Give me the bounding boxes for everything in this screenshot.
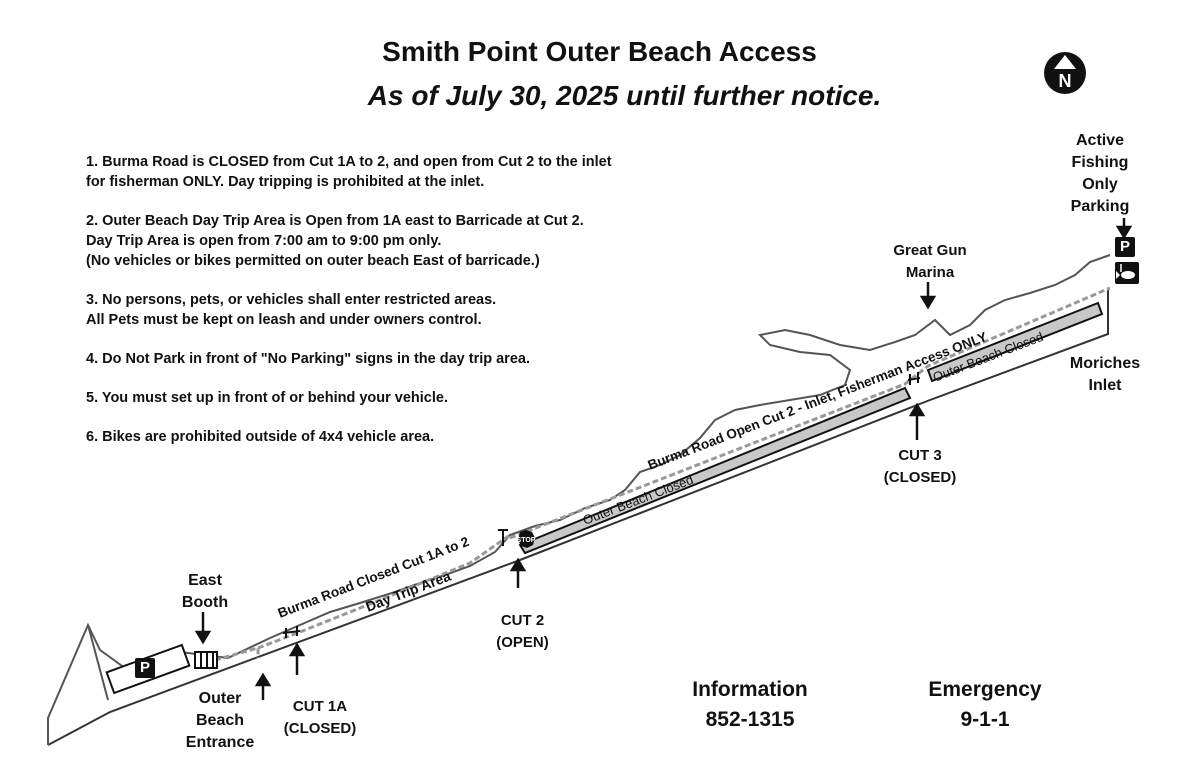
cut-2-label: CUT 2 (OPEN) bbox=[496, 612, 549, 651]
emergency-label: Emergency bbox=[928, 678, 1042, 701]
rule-item: 5. You must set up in front of or behind… bbox=[86, 390, 448, 406]
cut-3-label: CUT 3 (CLOSED) bbox=[883, 447, 957, 486]
map-title: Smith Point Outer Beach Access bbox=[382, 36, 817, 67]
emergency-block: Emergency 9-1-1 bbox=[895, 675, 1075, 735]
information-block: Information 852-1315 bbox=[660, 675, 840, 735]
booth-icon bbox=[194, 651, 218, 669]
cut-1a-label: CUT 1A (CLOSED) bbox=[283, 698, 357, 737]
rule-item: 6. Bikes are prohibited outside of 4x4 v… bbox=[86, 429, 435, 445]
great-gun-marina-label: Great Gun Marina bbox=[893, 242, 967, 281]
burma-road bbox=[214, 533, 511, 662]
barricade-icon bbox=[282, 372, 921, 638]
rule-item: 1. Burma Road is CLOSED from Cut 1A to 2… bbox=[86, 154, 612, 190]
outer-beach-closed-label: Outer Beach Closed bbox=[581, 472, 696, 528]
map-subtitle: As of July 30, 2025 until further notice… bbox=[367, 80, 882, 111]
east-booth-label: East Booth bbox=[181, 572, 229, 611]
stop-sign-icon: STOP bbox=[517, 530, 536, 548]
parking-icon: P bbox=[1115, 237, 1135, 257]
bay-shoreline bbox=[227, 254, 1111, 659]
parking-icon: P bbox=[135, 658, 155, 678]
moriches-inlet-label: Moriches Inlet bbox=[1069, 355, 1141, 394]
rule-item: 4. Do Not Park in front of "No Parking" … bbox=[86, 351, 530, 367]
svg-text:N: N bbox=[1059, 71, 1072, 91]
pointer-arrow-icon bbox=[194, 218, 1133, 700]
fish-icon bbox=[1115, 262, 1139, 284]
rule-item: 3. No persons, pets, or vehicles shall e… bbox=[86, 292, 497, 328]
svg-text:STOP: STOP bbox=[517, 537, 536, 544]
outer-beach-entrance-label: Outer Beach Entrance bbox=[185, 690, 255, 751]
outer-beach-closed-band bbox=[926, 301, 1104, 383]
information-number: 852-1315 bbox=[705, 708, 795, 731]
ocean-shoreline bbox=[47, 290, 1109, 746]
emergency-number: 9-1-1 bbox=[960, 708, 1010, 731]
north-arrow-icon: N bbox=[1042, 50, 1088, 96]
burma-road bbox=[509, 286, 1111, 540]
rules-list: 1. Burma Road is CLOSED from Cut 1A to 2… bbox=[86, 152, 726, 466]
rule-item: 2. Outer Beach Day Trip Area is Open fro… bbox=[86, 213, 584, 269]
outer-beach-closed-band bbox=[518, 386, 912, 555]
information-label: Information bbox=[692, 678, 808, 701]
active-fishing-parking-label: Active Fishing Only Parking bbox=[1070, 132, 1130, 215]
